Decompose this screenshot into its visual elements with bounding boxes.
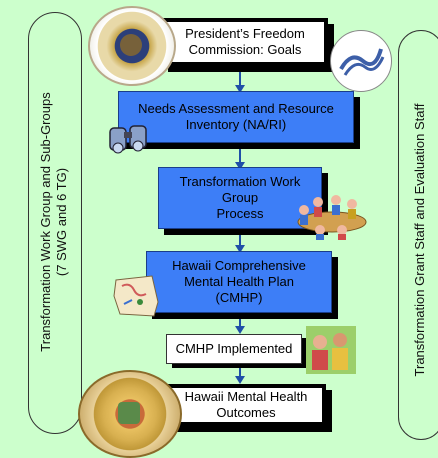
arrow-2 xyxy=(239,148,241,164)
step4-line3: (CMHP) xyxy=(215,290,263,305)
family-photo-icon xyxy=(306,326,356,374)
arrow-3 xyxy=(239,233,241,247)
step6-line1: Hawaii Mental Health xyxy=(184,389,308,404)
right-side-label: Transformation Grant Staff and Evaluatio… xyxy=(412,103,427,377)
binoculars-icon xyxy=(106,118,154,156)
presidential-seal-icon xyxy=(88,6,176,86)
step3-line1: Transformation Work xyxy=(179,174,301,189)
arrow-2-head xyxy=(235,162,245,170)
step2-line1: Needs Assessment and Resource xyxy=(138,101,334,116)
right-side-panel xyxy=(398,30,438,440)
left-side-panel xyxy=(28,12,82,434)
step6-line2: Outcomes xyxy=(216,405,276,420)
step3-box: Transformation Work Group Process xyxy=(158,167,322,229)
arrow-5 xyxy=(239,367,241,378)
arrow-1 xyxy=(239,67,241,87)
hawaii-state-seal-icon xyxy=(78,370,182,458)
step3-line3: Process xyxy=(216,206,264,221)
meeting-people-icon xyxy=(290,190,372,240)
step1-line1: President’s Freedom xyxy=(185,26,305,41)
hhs-logo-icon xyxy=(330,30,392,92)
arrow-3-head xyxy=(235,245,245,253)
left-side-label: Transformation Work Group and Sub-Groups… xyxy=(38,92,70,351)
step5-box: CMHP Implemented xyxy=(166,334,302,364)
left-side-label-line1: Transformation Work Group and Sub-Groups xyxy=(38,92,53,352)
step2-box: Needs Assessment and Resource Inventory … xyxy=(118,91,354,143)
step2-line2: Inventory (NA/RI) xyxy=(185,117,287,132)
arrow-1-head xyxy=(235,85,245,93)
step4-line2: Mental Health Plan xyxy=(184,274,294,289)
map-icon xyxy=(112,272,162,320)
step4-line1: Hawaii Comprehensive xyxy=(172,258,306,273)
step4-box: Hawaii Comprehensive Mental Health Plan … xyxy=(146,251,332,313)
step6-box: Hawaii Mental Health Outcomes xyxy=(166,384,326,426)
arrow-5-head xyxy=(235,376,245,384)
arrow-4-head xyxy=(235,326,245,334)
left-side-label-line2: (7 SWG and 6 TG) xyxy=(54,167,69,277)
step3-line2: Group xyxy=(221,190,259,205)
step1-line2: Commission: Goals xyxy=(188,42,302,57)
step1-box: President’s Freedom Commission: Goals xyxy=(162,18,328,66)
arrow-4 xyxy=(239,318,241,328)
